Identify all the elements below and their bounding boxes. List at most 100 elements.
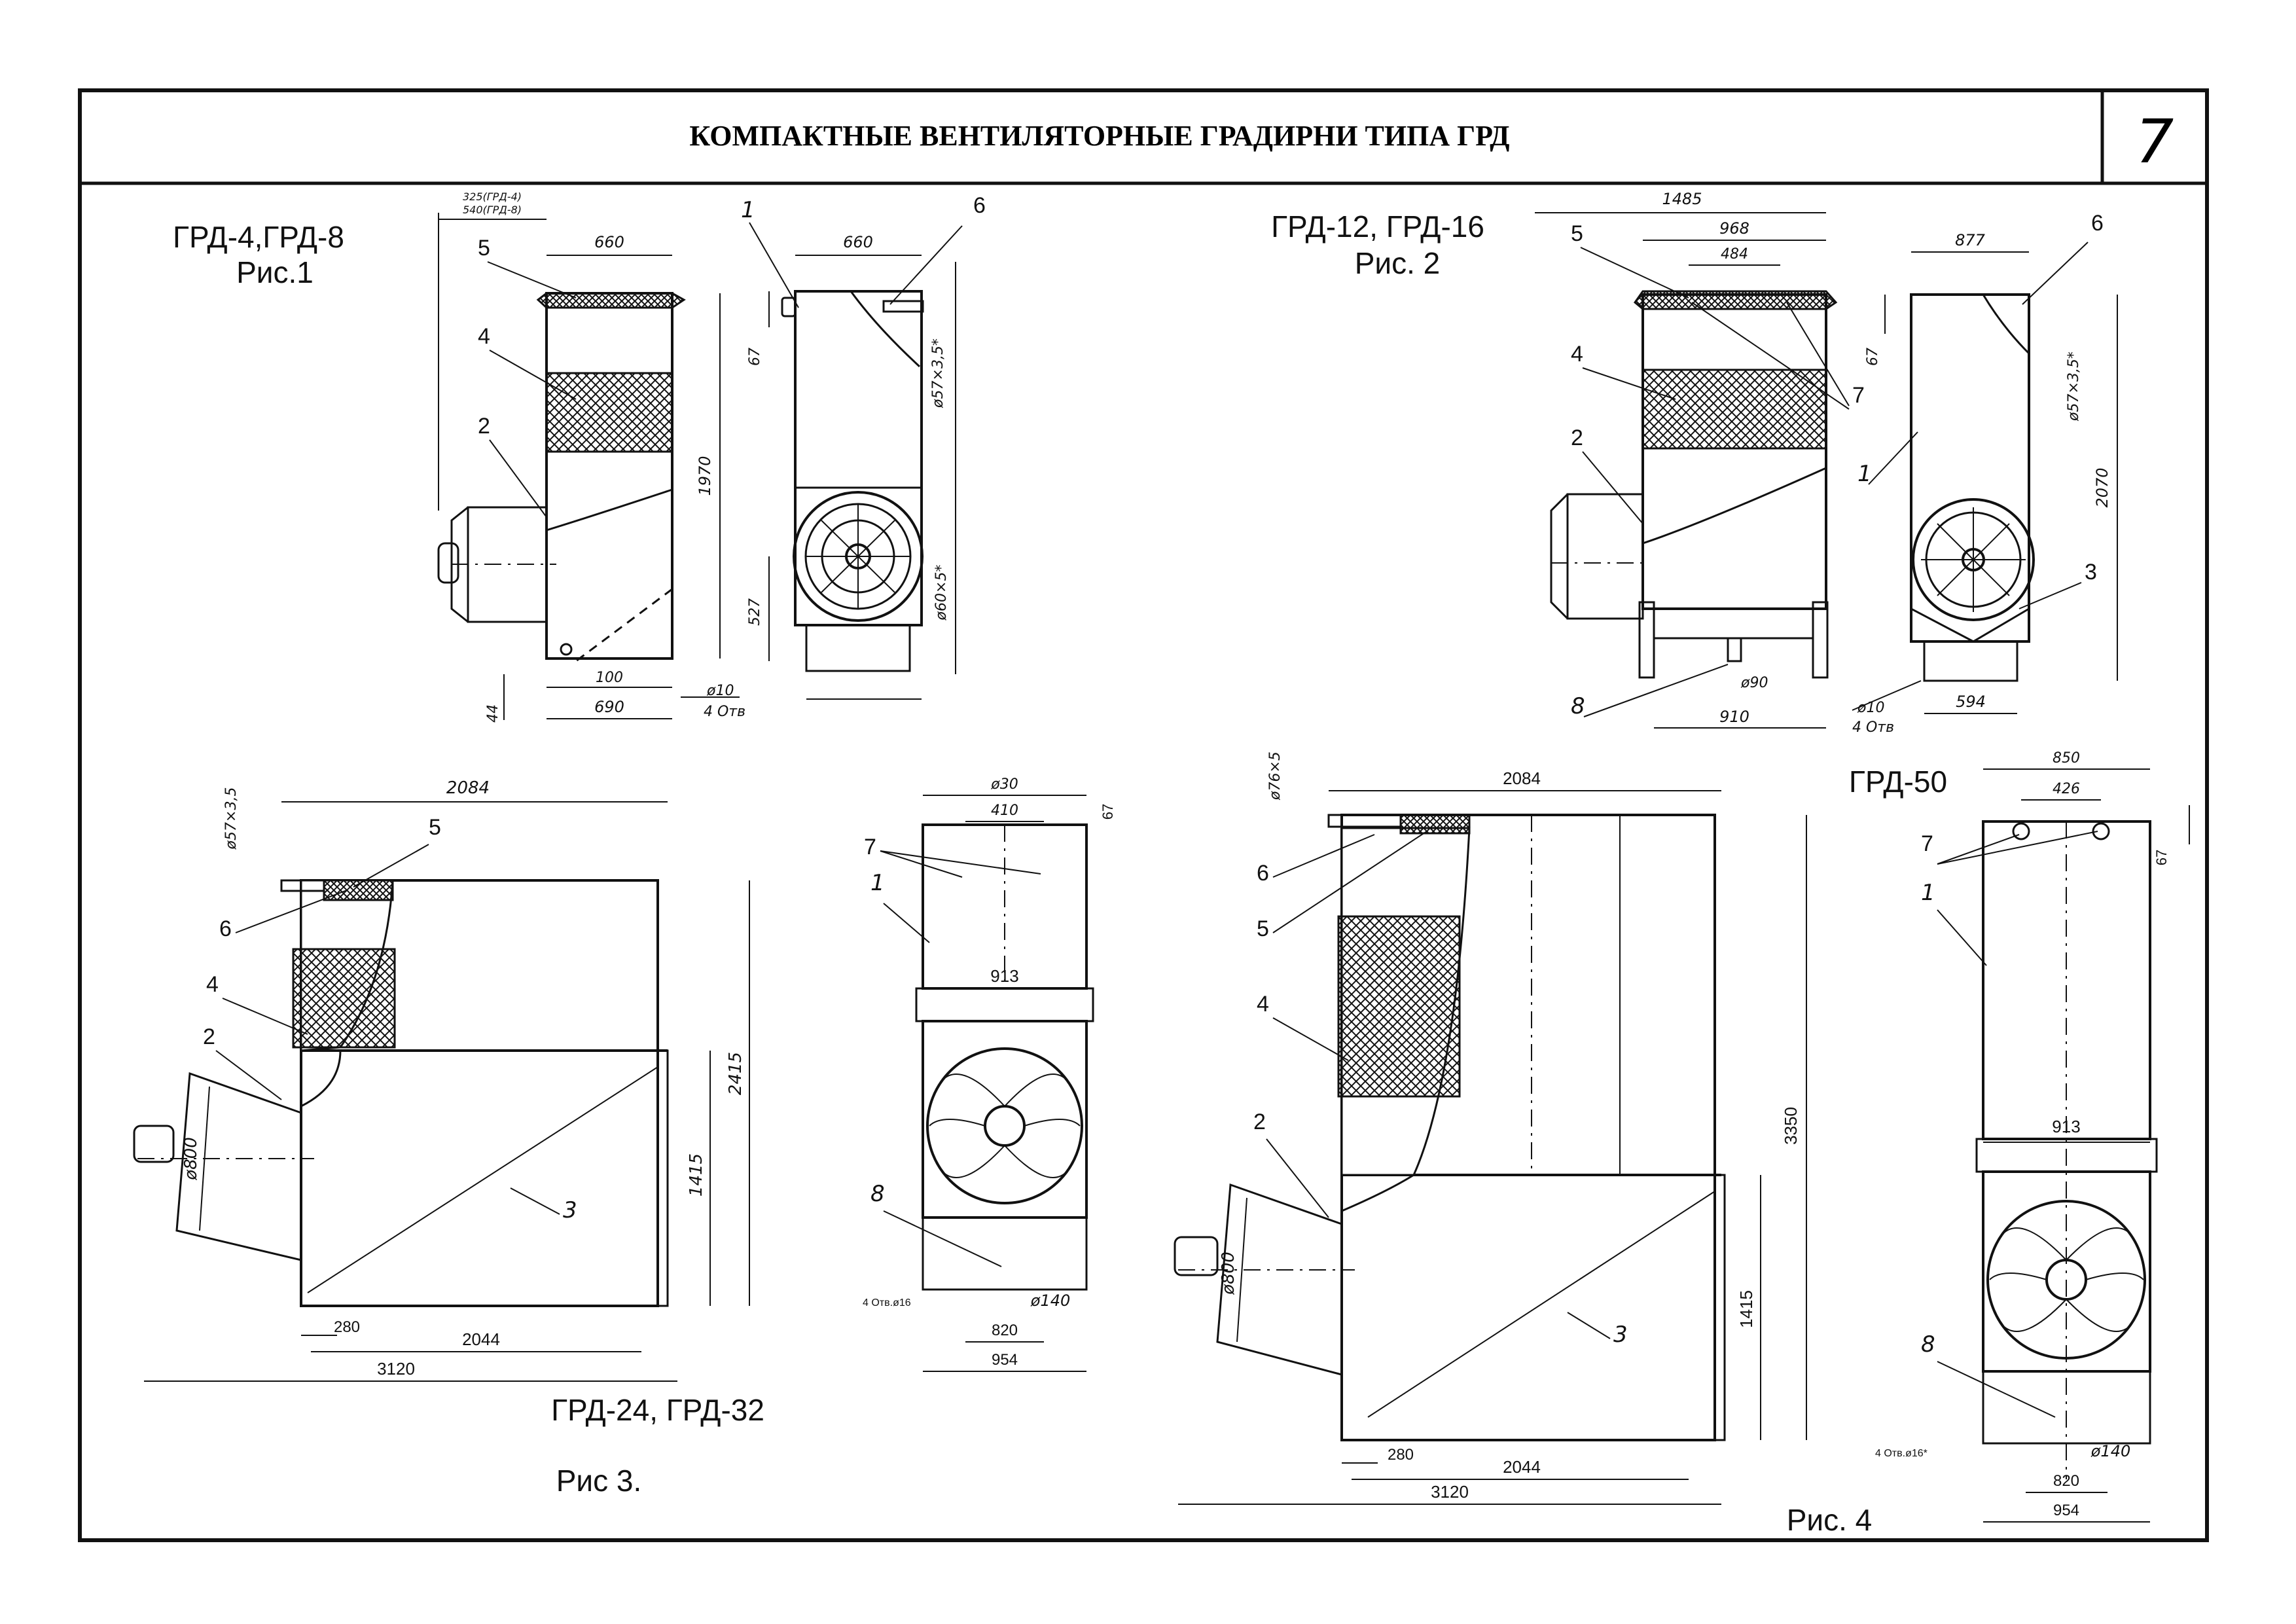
fig2-caption-number: Рис. 2 [1355, 246, 1441, 280]
fig3-front-view: ø30 410 67 913 ø140 820 954 4 Отв.ø16 7 … [863, 776, 1116, 1372]
fig2-leader-3 [2018, 582, 2082, 609]
fig2-drain [1727, 638, 1742, 662]
fig3-post [656, 1049, 669, 1307]
fig2-leader-5 [1580, 247, 1689, 298]
fig1-sump-dashed [575, 588, 673, 662]
fig3-label-1: 1 [870, 870, 885, 896]
fig3-label-5: 5 [429, 815, 441, 840]
fig3-fan-ring [926, 1047, 1083, 1204]
fig4-label-1: 1 [1921, 880, 1935, 906]
fig4-leader-2 [1266, 1138, 1329, 1218]
fig1-motor [437, 542, 459, 584]
fig1-fan-blades [805, 504, 911, 609]
fig1-inlet-curve [546, 488, 673, 532]
fig1-label-5: 5 [478, 236, 490, 261]
fig1-front-curve [850, 291, 921, 368]
fig2-label-1: 1 [1857, 461, 1872, 487]
fig1-dim-pipe-out: ø60×5* [933, 565, 950, 621]
fig2-dim-d10: ø10 [1857, 700, 1884, 716]
fig1-droplet-separator [536, 292, 686, 309]
fig4-label-8: 8 [1921, 1331, 1935, 1358]
fig2-inlet-curve [1642, 467, 1827, 545]
fig1-dim-1970: 1970 [696, 456, 714, 496]
fig3-dim-280: 280 [334, 1318, 360, 1336]
fig3-fill-packing [292, 948, 396, 1049]
fig4-fan-blades [1989, 1227, 2144, 1332]
fig3-dim-2044: 2044 [462, 1329, 500, 1349]
fig3-dim-holes: 4 Отв.ø16 [863, 1297, 911, 1308]
fig3-dim-pipe-in: ø57×3,5 [223, 787, 240, 850]
fig2-dim-d90: ø90 [1740, 675, 1768, 691]
fig1-leader-4 [489, 350, 577, 400]
fig2-label-2: 2 [1571, 425, 1583, 450]
fig2-dim-910: 910 [1719, 708, 1749, 726]
fig3-dim-d800: ø800 [181, 1137, 201, 1181]
fig3-dim-913: 913 [990, 966, 1018, 986]
fig2-base [1923, 640, 2018, 682]
fig1-dim-44: 44 [485, 704, 501, 723]
fig3-fan-blades [929, 1074, 1081, 1178]
fig1-dim-690: 690 [594, 698, 624, 716]
fig4-inlet-pipe [1327, 814, 1402, 828]
fig2-leg-left [1638, 601, 1655, 679]
fig2-leader-4 [1582, 367, 1676, 400]
fig1-fan-ring [793, 491, 924, 622]
fig4-leader-7a [1937, 834, 2020, 865]
fig4-dim-d800: ø800 [1219, 1252, 1238, 1295]
fig3-label-2: 2 [203, 1024, 215, 1049]
fig1-dim-660-side: 660 [594, 233, 624, 251]
fig3-droplet-separator [323, 879, 394, 901]
fig2-leader-7b [1691, 302, 1850, 410]
fig1-front-view: 660 67 527 ø57×3,5* ø60×5* 1 6 [741, 193, 986, 700]
fig2-fill-packing [1641, 369, 1827, 450]
fig1-dim-660-front: 660 [843, 233, 873, 251]
fig3-inlet-pipe [280, 879, 325, 892]
fig4-dim-913: 913 [2052, 1117, 2080, 1136]
fig2-caption-models: ГРД-12, ГРД-16 [1271, 209, 1484, 244]
fig2-leader-8 [1583, 664, 1729, 717]
fig4-caption-number: Рис. 4 [1787, 1503, 1873, 1537]
fig4-label-2: 2 [1253, 1110, 1266, 1134]
fig3-label-8: 8 [870, 1181, 885, 1207]
fig3-transition [915, 987, 1094, 1022]
fig3-leader-3 [510, 1187, 560, 1215]
fig2-label-6: 6 [2091, 211, 2104, 236]
fig2-dim-holes: 4 Отв [1852, 719, 1894, 736]
title-block: КОМПАКТНЫЕ ВЕНТИЛЯТОРНЫЕ ГРАДИРНИ ТИПА Г… [78, 88, 2209, 1542]
fig1-base [805, 624, 911, 672]
fig4-dim-d140: ø140 [2090, 1442, 2131, 1460]
fig1-leader-5 [487, 261, 577, 298]
fig4-motor [1174, 1236, 1219, 1276]
fig2-front-curve [1982, 294, 2030, 355]
fig3-base [922, 1216, 1088, 1291]
fig4-fill-packing [1337, 915, 1461, 1098]
figure-4: ГРД-50 Рис. 4 2084 ø76×5 3350 1415 [1174, 750, 2190, 1537]
fig4-inlet-curve [1341, 1174, 1414, 1212]
fig4-dim-pipe-in: ø76×5 [1267, 751, 1283, 801]
fig2-dim-484: 484 [1721, 246, 1748, 262]
fig1-dim-325: 325(ГРД-4) [463, 190, 522, 203]
fig4-dim-1415: 1415 [1736, 1290, 1756, 1328]
fig1-side-view: 325(ГРД-4) 540(ГРД-8) 660 1970 44 100 69… [437, 190, 745, 723]
fig3-side-view: 2084 ø57×3,5 2415 1415 ø800 280 2044 312… [133, 778, 750, 1382]
fig2-hopper [1910, 607, 2030, 643]
fig4-dim-820: 820 [2053, 1472, 2079, 1490]
fig1-dim-540: 540(ГРД-8) [463, 204, 522, 216]
fig4-label-4: 4 [1257, 992, 1269, 1017]
fig1-leader-2 [489, 439, 547, 518]
fig3-leader-5 [353, 844, 429, 888]
fig1-dim-67: 67 [747, 348, 763, 366]
fig3-inlet-curve [300, 1050, 342, 1108]
fig4-leader-7b [1937, 831, 2098, 865]
fig1-caption-models: ГРД-4,ГРД-8 [173, 220, 344, 254]
fig4-fan-housing [1216, 1183, 1343, 1376]
fig4-front-view: 850 426 67 913 ø140 820 954 4 Отв.ø16* 7… [1875, 750, 2190, 1523]
fig2-leader-6 [2022, 242, 2089, 305]
fig3-label-7: 7 [864, 835, 876, 859]
fig2-label-3: 3 [2085, 560, 2097, 585]
fig4-nozzle-left [2012, 822, 2030, 840]
fig4-label-5: 5 [1257, 916, 1269, 941]
fig4-post [1713, 1174, 1726, 1441]
fig4-dim-954: 954 [2053, 1502, 2079, 1519]
fig4-dim-800-line [1236, 1197, 1247, 1343]
